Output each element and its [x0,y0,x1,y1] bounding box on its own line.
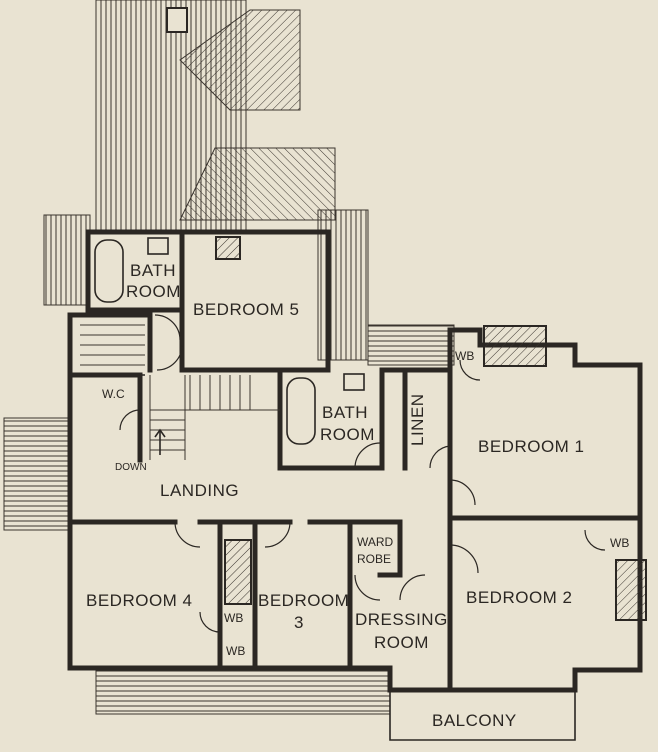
door-swing-linen [429,445,451,469]
label-wb-bedroom2: WB [610,536,629,550]
label-landing: LANDING [160,481,239,500]
label-bedroom-1: BEDROOM 1 [478,437,585,456]
door-swing-wb-bed4 [199,611,221,633]
label-bedroom-4: BEDROOM 4 [86,591,193,610]
chimney-bedroom5 [215,236,241,260]
label-linen: LINEN [408,393,427,446]
label-dressing-2: ROOM [374,633,429,652]
door-swing-bedroom4 [174,521,201,548]
label-wb-hall: WB [226,644,245,658]
door-swing-dressing [399,574,426,601]
door-swing-bedroom5 [156,344,183,371]
fixtures [80,236,647,633]
stairs [80,324,280,460]
roof-areas [3,0,455,715]
label-wb-bedroom1: WB [455,349,474,363]
label-bath-center-1: BATH [322,403,368,422]
label-dressing-1: DRESSING [355,610,448,629]
label-bath-center-2: ROOM [320,425,375,444]
door-swing-wb-bed1 [459,359,481,381]
basin-upper [147,237,169,255]
label-bedroom-2: BEDROOM 2 [466,588,573,607]
chimney-bedroom2 [615,559,647,621]
label-bath-upper-1: BATH [130,261,176,280]
chimney-bedroom4 [224,539,252,605]
label-wc: W.C [102,387,125,401]
bathtub-center [286,377,316,445]
label-wardrobe-2: ROBE [357,552,391,566]
label-bath-upper-2: ROOM [126,282,181,301]
walls [67,229,643,741]
door-swing-wb-bed2 [584,529,606,551]
basin-center [343,373,365,391]
label-wb-bedroom4: WB [224,611,243,625]
label-bedroom-3-1: BEDROOM [258,591,349,610]
chimney-bedroom1 [483,325,547,367]
roof-left-wing [43,214,91,306]
door-swing-bedroom3 [264,521,291,548]
roof-chimney-top [166,7,188,33]
label-bedroom-3-2: 3 [294,613,304,632]
roof-dormer-upper [179,9,301,111]
door-swing-bedroom2 [449,544,479,574]
label-wardrobe-1: WARD [357,535,394,549]
label-bedroom-5: BEDROOM 5 [193,300,300,319]
label-balcony: BALCONY [432,711,517,730]
door-swing-bath-center [354,442,381,469]
roof-bottom [95,667,391,715]
door-swing-bedroom1 [449,479,476,506]
roof-bath-flat [367,324,455,366]
door-swing-wardrobe [354,574,381,601]
label-down: DOWN [115,462,147,473]
room-labels: BATH ROOM BEDROOM 5 BATH ROOM LINEN BEDR… [86,261,629,730]
porch-left [3,417,71,531]
bathtub-upper [94,239,124,303]
roof-dormer-middle [179,147,336,221]
door-swing-wc [119,409,141,431]
door-swing-bath-upper [154,314,181,341]
